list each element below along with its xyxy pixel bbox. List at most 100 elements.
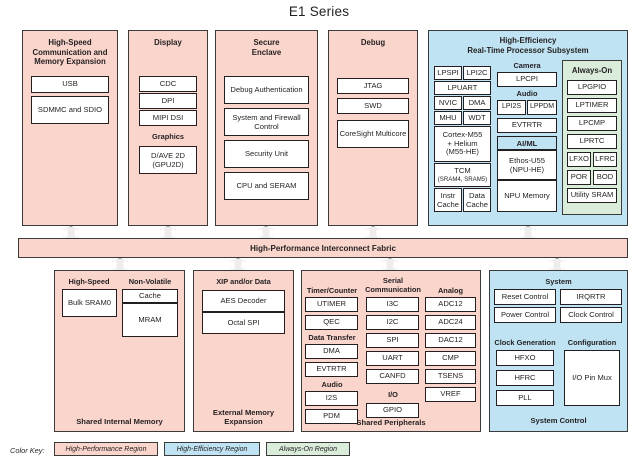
block-evtrtr-rtss[interactable]: EVTRTR (497, 118, 557, 133)
io-label: I/O (388, 390, 398, 399)
block-instr-cache[interactable]: Instr Cache (434, 188, 462, 212)
block-data-cache[interactable]: Data Cache (463, 188, 491, 212)
block-io-pin-mux[interactable]: I/O Pin Mux (564, 350, 620, 406)
block-dave-2d-gpu2d-label: D/AVE 2D (GPU2D) (150, 150, 186, 169)
block-tsens[interactable]: TSENS (425, 369, 476, 384)
debug-heading: Debug (360, 38, 386, 47)
block-qec[interactable]: QEC (305, 315, 358, 330)
block-cpu-seram[interactable]: CPU and SERAM (224, 172, 309, 200)
block-dac12[interactable]: DAC12 (425, 333, 476, 348)
block-lpuart[interactable]: LPUART (434, 81, 491, 95)
peripherals-footer: Shared Peripherals (356, 417, 426, 427)
block-lpcpi[interactable]: LPCPI (497, 72, 557, 87)
always-on-heading: Always-On (571, 66, 613, 75)
block-clock-control[interactable]: Clock Control (560, 307, 622, 323)
block-cache[interactable]: Cache (122, 289, 178, 303)
block-mram[interactable]: MRAM (122, 303, 178, 337)
block-i2c[interactable]: I2C (366, 315, 419, 330)
block-npu-memory[interactable]: NPU Memory (497, 180, 557, 212)
configuration-label: Configuration (567, 338, 617, 347)
block-pdm[interactable]: PDM (305, 409, 358, 424)
block-i2s[interactable]: I2S (305, 391, 358, 406)
block-lppdm[interactable]: LPPDM (527, 100, 557, 115)
block-adc24[interactable]: ADC24 (425, 315, 476, 330)
aiml-label: AI/ML (497, 136, 557, 150)
shared-memory-footer: Shared Internal Memory (76, 416, 163, 426)
block-mhu[interactable]: MHU (434, 111, 462, 125)
block-lptimer[interactable]: LPTIMER (567, 98, 617, 113)
block-utility-sram[interactable]: Utility SRAM (567, 188, 617, 203)
block-power-control[interactable]: Power Control (494, 307, 556, 323)
block-instr-cache-label: Instr Cache (437, 190, 459, 209)
shared-memory-highspeed-label: High-Speed (68, 277, 110, 286)
block-nvic[interactable]: NVIC (434, 96, 462, 110)
block-hfrc[interactable]: HFRC (496, 370, 554, 386)
block-lpi2s[interactable]: LPI2S (497, 100, 526, 115)
block-system-firewall-control[interactable]: System and Firewall Control (224, 108, 309, 136)
block-vref[interactable]: VREF (425, 387, 476, 402)
block-irqrtr[interactable]: IRQRTR (560, 289, 622, 305)
block-aes-decoder[interactable]: AES Decoder (202, 290, 285, 312)
legend-swatch-high-performance: High-Performance Region (54, 442, 158, 456)
block-pll[interactable]: PLL (496, 390, 554, 406)
block-dma-rtss[interactable]: DMA (463, 96, 491, 110)
block-debug-authentication-label: Debug Authentication (230, 85, 303, 95)
block-usb[interactable]: USB (31, 76, 109, 93)
audio-label-rtss: Audio (516, 89, 538, 98)
analog-label: Analog (437, 286, 464, 295)
block-dpi[interactable]: DPI (139, 93, 197, 109)
block-adc12[interactable]: ADC12 (425, 297, 476, 312)
region-display: Display (128, 30, 208, 226)
display-graphics-label: Graphics (151, 132, 185, 141)
block-i3c[interactable]: I3C (366, 297, 419, 312)
block-swd[interactable]: SWD (337, 98, 409, 114)
block-mipi-dsi[interactable]: MIPI DSI (139, 110, 197, 126)
block-tcm[interactable]: TCM (SRAM4, SRAM5) (434, 163, 491, 187)
data-transfer-label: Data Transfer (308, 333, 356, 342)
block-uart[interactable]: UART (366, 351, 419, 366)
block-bulk-sram0[interactable]: Bulk SRAM0 (62, 289, 117, 317)
timer-counter-label: Timer/Counter (306, 286, 358, 295)
block-lpcmp[interactable]: LPCMP (567, 116, 617, 131)
secure-heading-line-1: Secure (253, 38, 280, 47)
block-lpgpio[interactable]: LPGPIO (567, 80, 617, 95)
block-lpi2c[interactable]: LPI2C (463, 66, 491, 80)
block-canfd[interactable]: CANFD (366, 369, 419, 384)
block-cdc[interactable]: CDC (139, 76, 197, 92)
block-cortex-m55-helium[interactable]: Cortex-M55 + Helium (M55-HE) (434, 126, 491, 162)
block-coresight-multicore[interactable]: CoreSight Multicore (337, 120, 409, 148)
block-evtrtr[interactable]: EVTRTR (305, 362, 358, 377)
rtss-heading-line-1: High-Efficiency (499, 36, 557, 45)
tcm-line-1: TCM (454, 165, 471, 175)
block-dma[interactable]: DMA (305, 344, 358, 359)
block-spi[interactable]: SPI (366, 333, 419, 348)
cortex-line-3: (M55-HE) (446, 147, 479, 157)
block-dave-2d-gpu2d[interactable]: D/AVE 2D (GPU2D) (139, 146, 197, 174)
block-cmp[interactable]: CMP (425, 351, 476, 366)
legend-label: Color Key: (10, 445, 45, 455)
block-security-unit[interactable]: Security Unit (224, 140, 309, 168)
region-high-speed-communication: High-Speed Communication and Memory Expa… (22, 30, 118, 226)
block-lfrc[interactable]: LFRC (593, 152, 617, 167)
block-lpspi[interactable]: LPSPI (434, 66, 462, 80)
block-jtag[interactable]: JTAG (337, 78, 409, 94)
block-system-firewall-control-label: System and Firewall Control (232, 112, 301, 131)
block-debug-authentication[interactable]: Debug Authentication (224, 76, 309, 104)
block-lfxo[interactable]: LFXO (567, 152, 591, 167)
block-bod[interactable]: BOD (593, 170, 617, 185)
secure-heading-line-2: Enclave (251, 47, 282, 57)
block-utimer[interactable]: UTIMER (305, 297, 358, 312)
block-bulk-sram0-label: Bulk SRAM0 (67, 298, 112, 308)
block-hfxo[interactable]: HFXO (496, 350, 554, 366)
block-reset-control[interactable]: Reset Control (494, 289, 556, 305)
comm-heading-line-2: Communication and (32, 47, 108, 57)
block-octal-spi[interactable]: Octal SPI (202, 312, 285, 334)
block-cpu-seram-label: CPU and SERAM (236, 181, 297, 191)
legend-swatch-always-on: Always-On Region (266, 442, 350, 456)
block-sdmmc-sdio[interactable]: SDMMC and SDIO (31, 96, 109, 124)
block-wdt[interactable]: WDT (463, 111, 491, 125)
block-ethos-u55[interactable]: Ethos-U55 (NPU-HE) (497, 150, 557, 180)
block-gpio[interactable]: GPIO (366, 403, 419, 418)
block-lprtc[interactable]: LPRTC (567, 134, 617, 149)
block-por[interactable]: POR (567, 170, 591, 185)
